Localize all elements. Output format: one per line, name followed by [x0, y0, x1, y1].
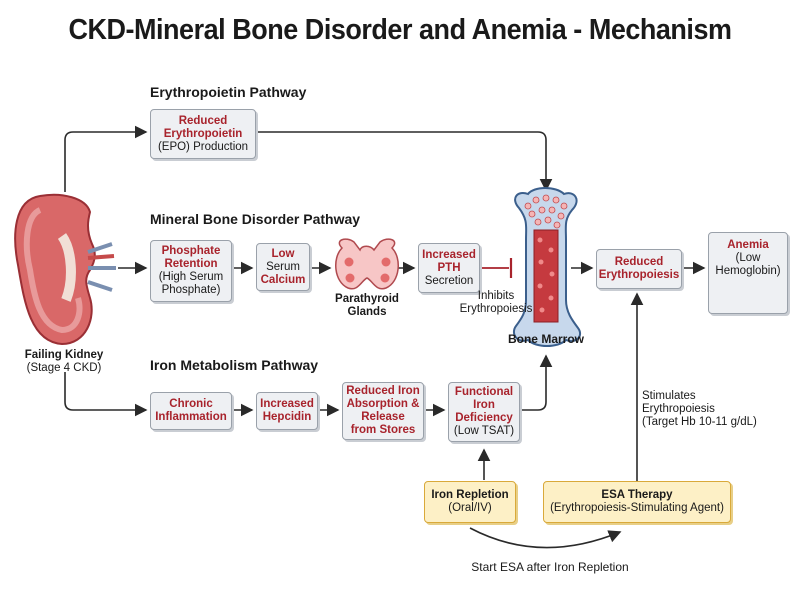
stimulates-label: Stimulates Erythropoiesis (Target Hb 10-…: [642, 390, 757, 428]
increased-pth-box: Increased PTH Secretion: [418, 243, 480, 293]
iron-repletion-box: Iron Repletion (Oral/IV): [424, 481, 516, 523]
start-esa-label: Start ESA after Iron Repletion: [471, 560, 629, 574]
parathyroid-label: Parathyroid Glands: [335, 293, 399, 318]
bone-marrow-icon: [512, 187, 582, 347]
functional-iron-deficiency-box: Functional Iron Deficiency (Low TSAT): [448, 382, 520, 442]
parathyroid-icon: [335, 238, 399, 290]
reduced-erythropoiesis-box: Reduced Erythropoiesis: [596, 249, 682, 289]
anemia-box: Anemia (Low Hemoglobin): [708, 232, 788, 314]
increased-hepcidin-box: Increased Hepcidin: [256, 392, 318, 430]
mbd-pathway-heading: Mineral Bone Disorder Pathway: [150, 211, 361, 227]
epo-pathway-heading: Erythropoietin Pathway: [150, 84, 307, 100]
reduced-iron-absorption-box: Reduced Iron Absorption & Release from S…: [342, 382, 424, 440]
reduced-epo-box: Reduced Erythropoietin (EPO) Production: [150, 109, 256, 159]
bone-marrow-label: Bone Marrow: [507, 332, 584, 346]
chronic-inflammation-box: Chronic Inflammation: [150, 392, 232, 430]
page-title: CKD-Mineral Bone Disorder and Anemia - M…: [68, 14, 732, 46]
kidney-label: Failing Kidney (Stage 4 CKD): [24, 349, 104, 374]
inhibits-label: Inhibits Erythropoiesis: [459, 290, 533, 315]
kidney-icon: [14, 193, 116, 346]
iron-pathway-heading: Iron Metabolism Pathway: [150, 357, 319, 373]
esa-therapy-box: ESA Therapy (Erythropoiesis-Stimulating …: [543, 481, 731, 523]
low-calcium-box: Low Serum Calcium: [256, 243, 310, 291]
phosphate-retention-box: Phosphate Retention (High Serum Phosphat…: [150, 240, 232, 302]
